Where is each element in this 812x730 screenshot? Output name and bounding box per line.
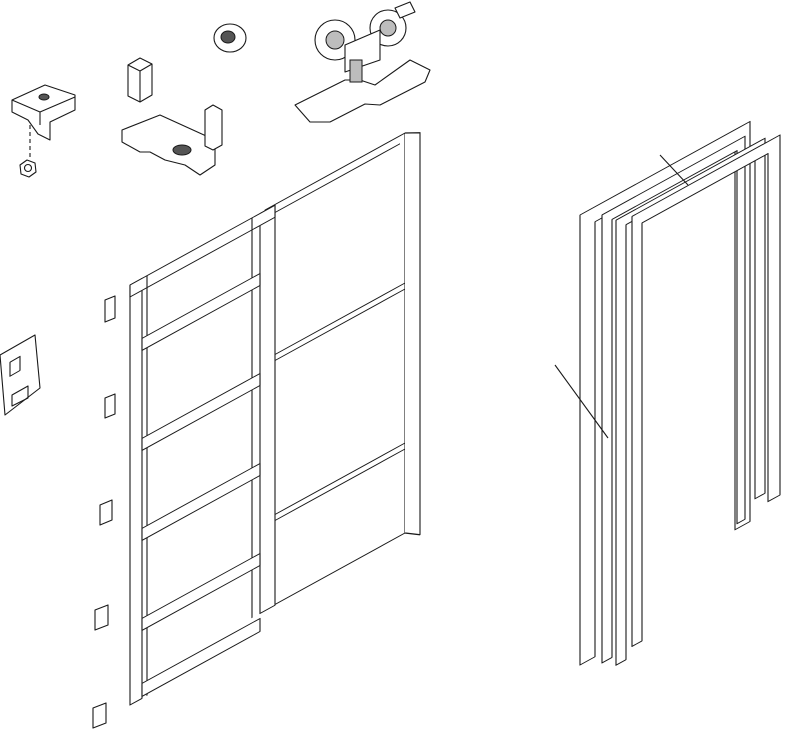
roller-trolley-part	[294, 1, 431, 123]
bracket-part	[11, 84, 76, 158]
leader-line-top	[659, 154, 689, 186]
door-panel	[264, 132, 421, 611]
guide-part	[121, 57, 223, 176]
frame-clips	[92, 295, 116, 729]
leader-line	[554, 364, 609, 439]
door-jamb-frame	[579, 120, 781, 666]
stopper-part	[213, 23, 247, 53]
nut-part	[19, 159, 37, 178]
pocket-frame	[129, 204, 276, 706]
wall-plate-part	[0, 334, 41, 416]
